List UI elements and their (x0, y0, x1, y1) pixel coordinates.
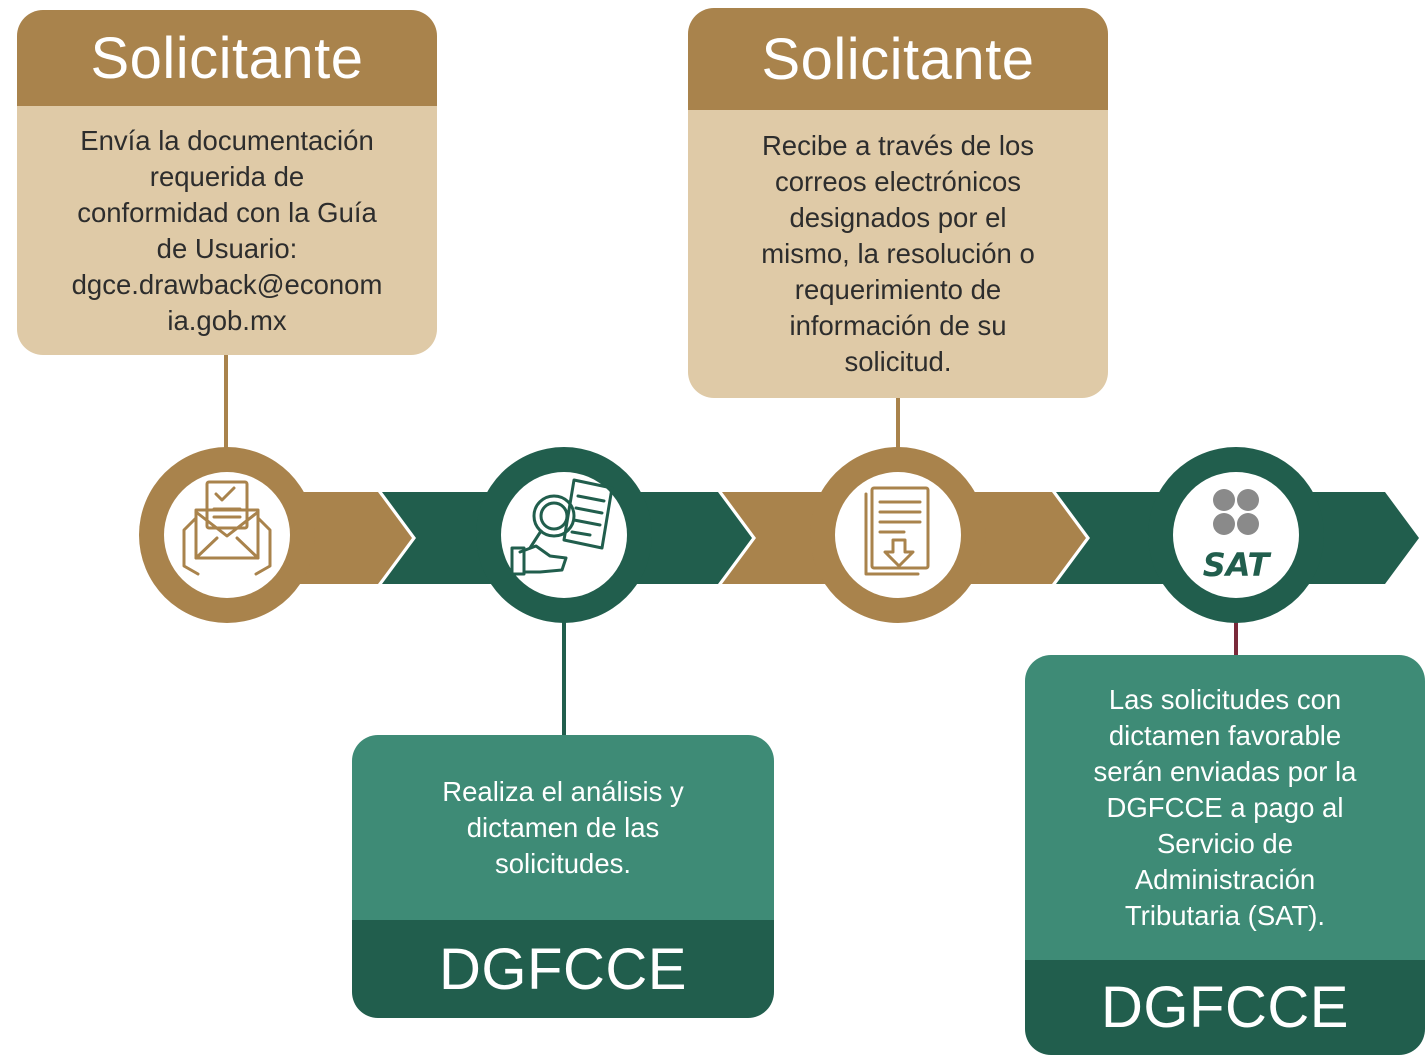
step-4-title: DGFCCE (1101, 975, 1349, 1040)
step-3-card: Solicitante Recibe a través de los corre… (688, 8, 1108, 398)
step-2-card-body: Realiza el análisis y dictamen de las so… (352, 735, 774, 920)
step-1-line: Envía la documentación (80, 124, 374, 156)
step-2-line: solicitudes. (494, 847, 632, 879)
step-1-card-body: Envía la documentación requerida de conf… (17, 106, 437, 355)
envelope-document-hands-icon (182, 480, 272, 576)
magnifier-document-icon (510, 478, 614, 576)
step-1-title: Solicitante (90, 25, 364, 91)
step-3-line: Recibe a través de los (761, 130, 1035, 161)
connector-step-1 (224, 355, 228, 465)
step-1-line: dgce.drawback@econom (71, 268, 383, 300)
step-3-line: mismo, la resolución o (761, 238, 1035, 269)
step-circle-4 (1148, 447, 1324, 623)
step-3-line: requerimiento de (794, 274, 1002, 305)
step-4-line: Las solicitudes con (1108, 683, 1342, 715)
step-1-line: ia.gob.mx (167, 304, 287, 336)
connector-step-2 (562, 595, 566, 735)
step-1-card-title: Solicitante (17, 10, 437, 106)
step-3-card-title: Solicitante (688, 8, 1108, 110)
step-3-card-body: Recibe a través de los correos electróni… (688, 110, 1108, 398)
step-3-title: Solicitante (761, 26, 1035, 92)
step-2-card: Realiza el análisis y dictamen de las so… (352, 735, 774, 1018)
step-1-card: Solicitante Envía la documentación reque… (17, 10, 437, 355)
step-4-line: Tributaria (SAT). (1124, 899, 1326, 931)
step-3-line: correos electrónicos (774, 166, 1022, 197)
step-2-line: dictamen de las (466, 811, 660, 843)
connector-step-3 (896, 395, 900, 470)
step-4-line: serán enviadas por la (1093, 755, 1357, 787)
step-circle-3 (810, 447, 986, 623)
step-2-line: Realiza el análisis y (442, 775, 684, 807)
step-4-card-title: DGFCCE (1025, 960, 1425, 1055)
step-2-card-title: DGFCCE (352, 920, 774, 1018)
step-2-title: DGFCCE (439, 936, 687, 1002)
step-4-line: dictamen favorable (1108, 719, 1342, 751)
step-1-line: conformidad con la Guía (77, 196, 377, 228)
step-4-card-body: Las solicitudes con dictamen favorable s… (1025, 655, 1425, 960)
step-3-line: información de su (789, 310, 1007, 341)
document-download-icon (864, 486, 930, 576)
step-1-line: de Usuario: (156, 232, 298, 264)
step-3-line: designados por el (789, 202, 1007, 233)
step-4-card: Las solicitudes con dictamen favorable s… (1025, 655, 1425, 1055)
sat-logo-icon: SAT (1203, 489, 1272, 584)
step-3-line: solicitud. (844, 346, 952, 377)
step-1-line: requerida de (149, 160, 305, 192)
step-4-line: Administración (1134, 863, 1316, 895)
sat-logo-text: SAT (1203, 546, 1272, 584)
step-4-line: Servicio de (1156, 827, 1294, 859)
connector-step-4 (1234, 595, 1238, 655)
step-4-line: DGFCCE a pago al (1106, 791, 1344, 823)
